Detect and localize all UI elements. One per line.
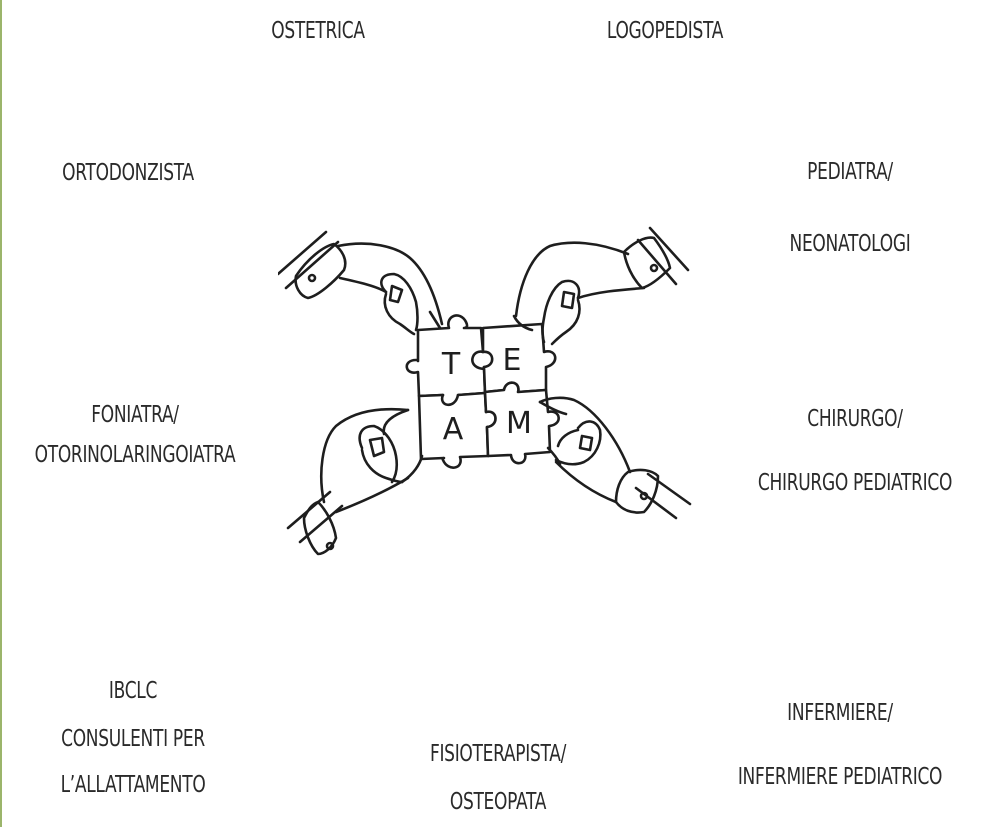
label-foniatra-line-1: FONIATRA/: [24, 396, 246, 434]
hand-top-left-icon: [278, 232, 442, 334]
hand-bottom-left-icon: [288, 409, 422, 554]
label-chirurgo-line-1: CHIRURGO/: [751, 400, 958, 438]
left-edge-accent: [0, 0, 2, 827]
puzzle-letter-m: M: [506, 406, 532, 441]
label-pediatra: PEDIATRA/ NEONATOLOGI: [769, 153, 932, 263]
hand-bottom-right-icon: [540, 398, 690, 518]
puzzle-letter-a: A: [443, 412, 464, 447]
team-puzzle-svg: T E A M: [278, 212, 698, 582]
label-chirurgo-line-2: CHIRURGO PEDIATRICO: [751, 464, 958, 502]
label-pediatra-line-1: PEDIATRA/: [769, 153, 932, 191]
label-chirurgo: CHIRURGO/ CHIRURGO PEDIATRICO: [751, 400, 958, 502]
label-fisioterapista: FISIOTERAPISTA/ OSTEOPATA: [409, 735, 587, 821]
puzzle-letter-t: T: [441, 347, 461, 382]
label-fisioterapista-line-2: OSTEOPATA: [409, 783, 587, 821]
label-foniatra-line-2: OTORINOLARINGOIATRA: [24, 436, 246, 474]
label-ortodonzista-line-1: ORTODONZISTA: [47, 154, 210, 192]
label-ostetrica-line-1: OSTETRICA: [251, 12, 384, 50]
puzzle-letter-e: E: [503, 343, 522, 378]
label-logopedista-line-1: LOGOPEDISTA: [591, 12, 739, 50]
label-ostetrica: OSTETRICA: [251, 12, 384, 50]
team-puzzle-illustration: T E A M: [278, 212, 698, 582]
label-ibclc-line-1: IBCLC: [41, 672, 226, 710]
label-infermiere-line-2: INFERMIERE PEDIATRICO: [729, 758, 951, 796]
label-ortodonzista: ORTODONZISTA: [47, 154, 210, 192]
label-fisioterapista-line-1: FISIOTERAPISTA/: [409, 735, 587, 773]
label-infermiere: INFERMIERE/ INFERMIERE PEDIATRICO: [729, 694, 951, 796]
label-ibclc: IBCLC CONSULENTI PER L’ALLATTAMENTO: [41, 672, 226, 804]
label-infermiere-line-1: INFERMIERE/: [729, 694, 951, 732]
label-ibclc-line-2: CONSULENTI PER: [41, 720, 226, 758]
label-foniatra: FONIATRA/ OTORINOLARINGOIATRA: [24, 396, 246, 474]
label-ibclc-line-3: L’ALLATTAMENTO: [41, 766, 226, 804]
label-pediatra-line-2: NEONATOLOGI: [769, 225, 932, 263]
label-logopedista: LOGOPEDISTA: [591, 12, 739, 50]
puzzle-pieces: T E A M: [407, 315, 559, 467]
